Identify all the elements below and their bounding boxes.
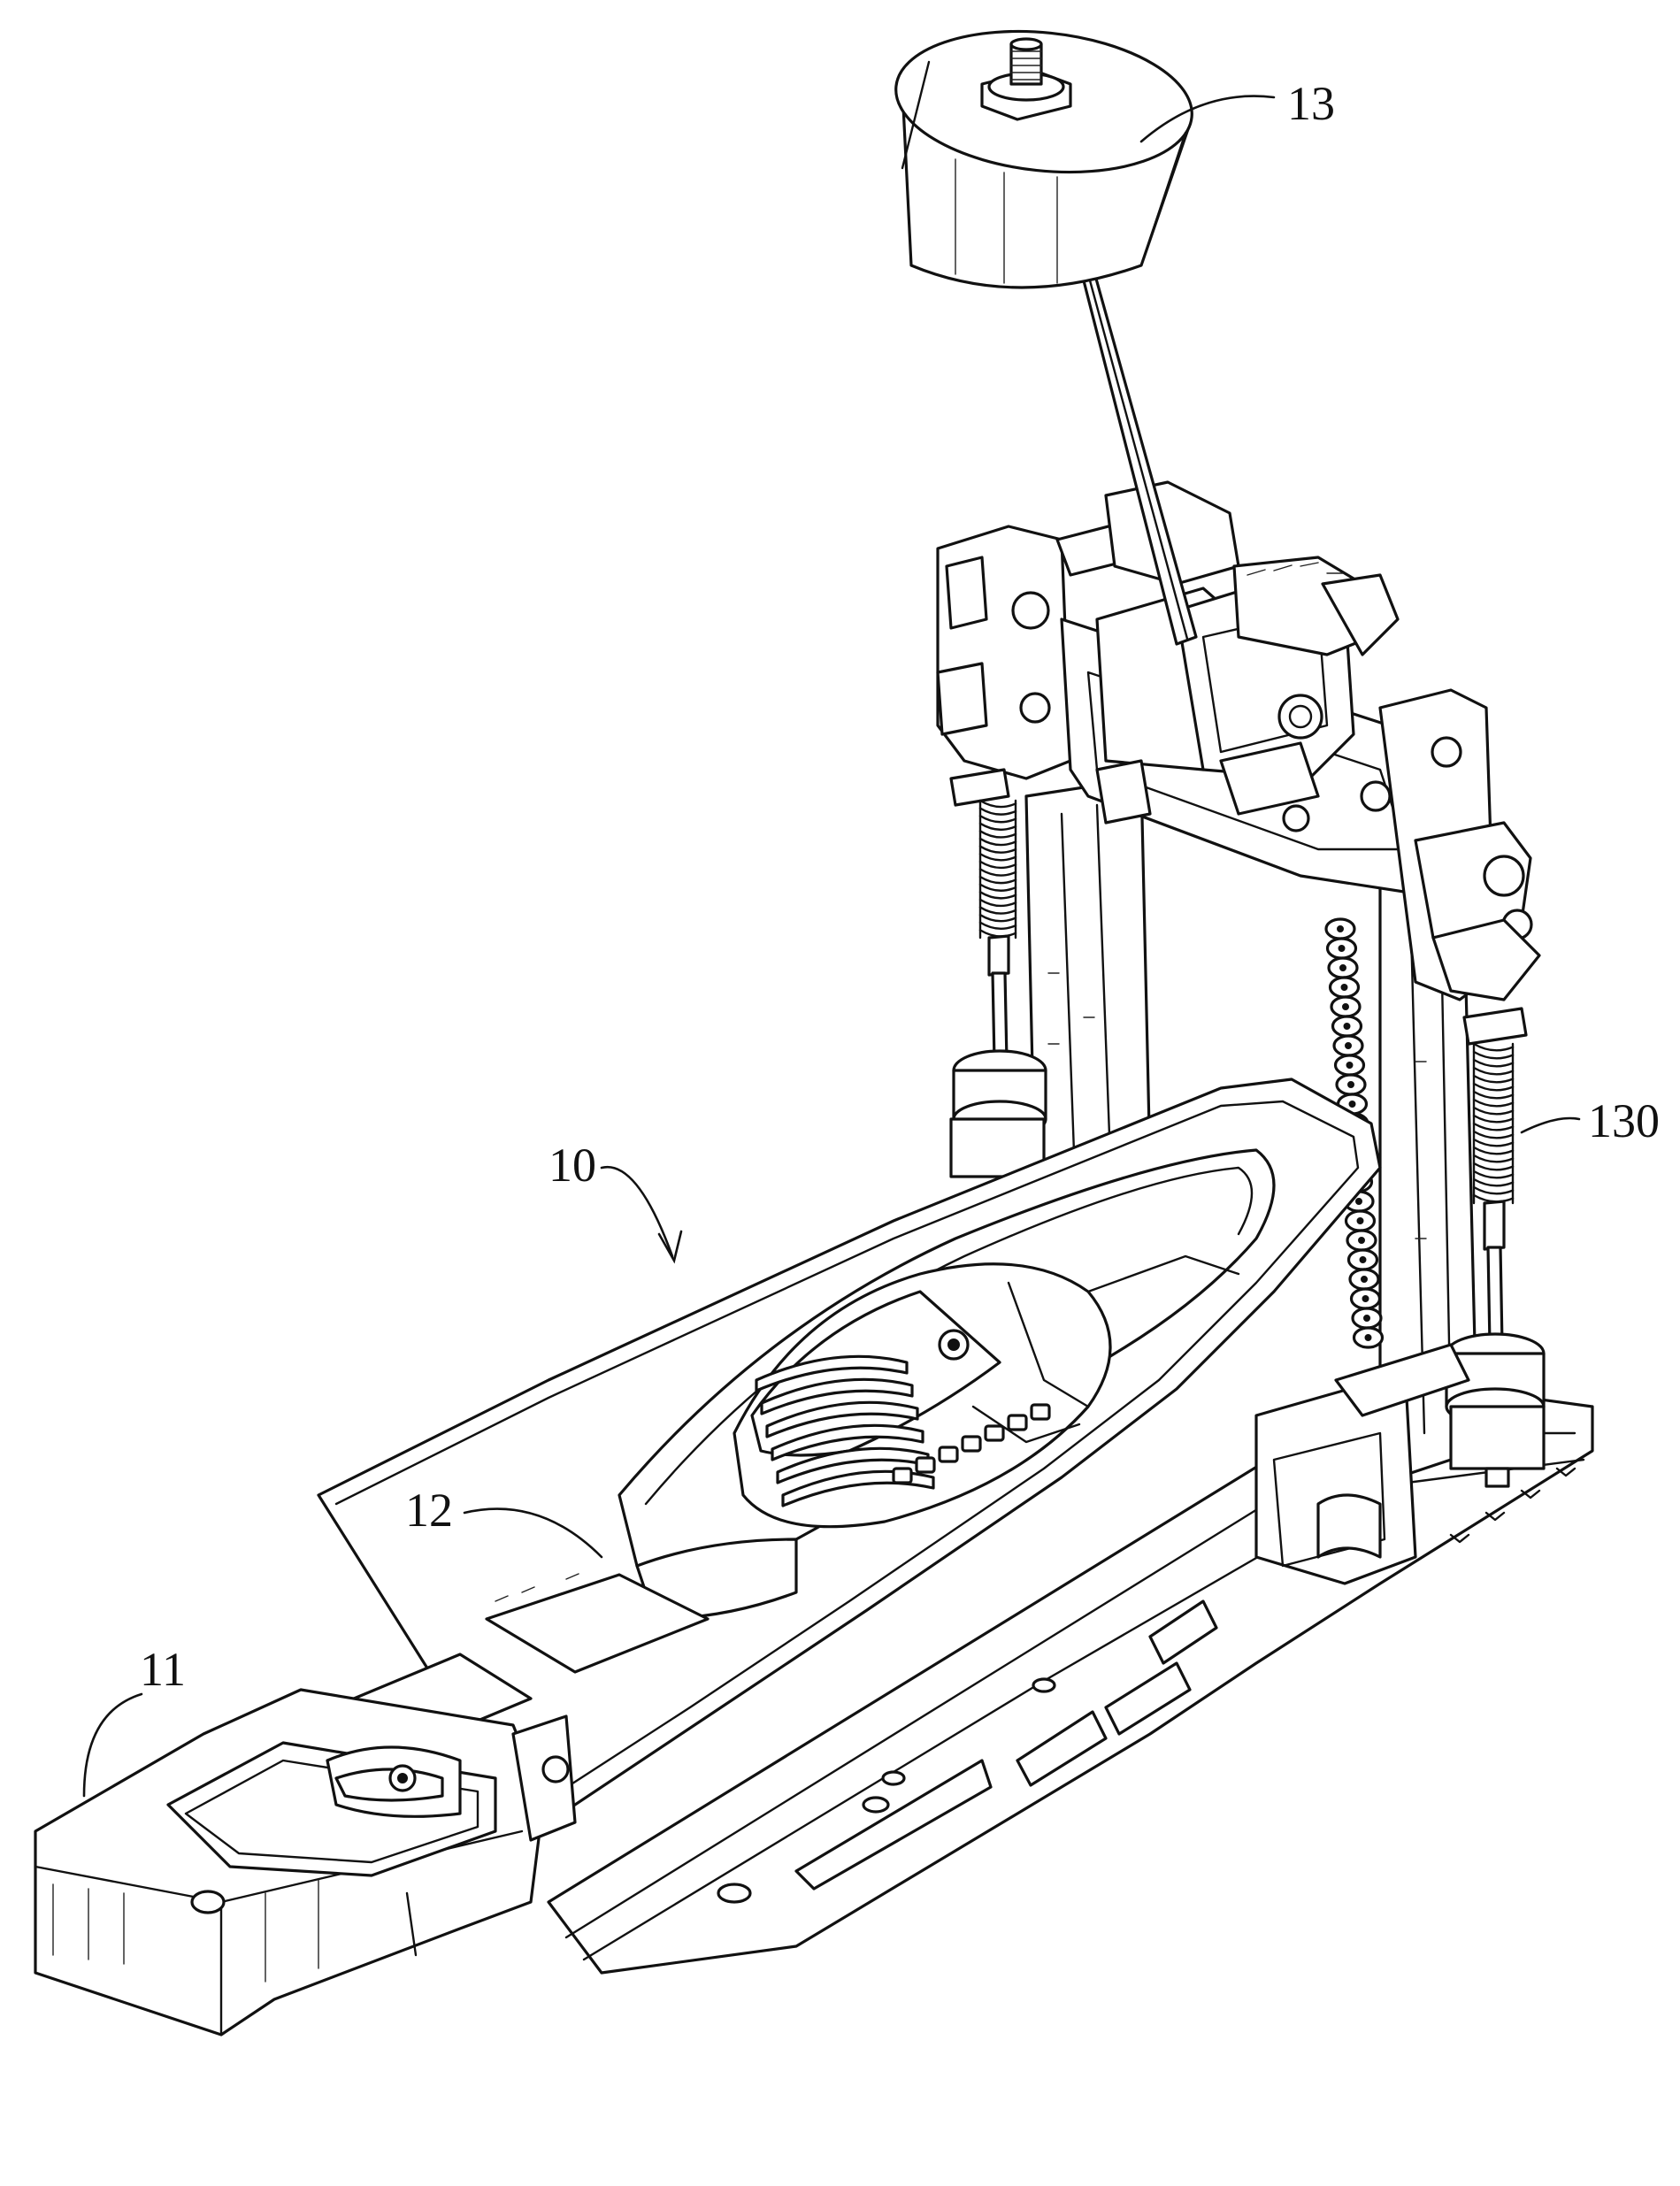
spring-coil [1474, 1060, 1513, 1066]
label-beater: 13 [1287, 77, 1335, 130]
chain-pin [1338, 926, 1343, 932]
grille-dot [1032, 1405, 1049, 1419]
spring-coil [980, 900, 1016, 906]
spring-coil [1474, 1195, 1513, 1201]
spring-coil [1474, 1052, 1513, 1058]
spring-coil [980, 892, 1016, 898]
spring-coil [980, 824, 1016, 830]
heel-plate [35, 1690, 575, 2035]
spring-coil [1474, 1139, 1513, 1146]
chain-pin [1340, 965, 1346, 970]
chain-pin [1347, 1062, 1353, 1068]
spring-coil [1474, 1100, 1513, 1106]
chain-pin [1346, 1043, 1351, 1048]
spring-coil [980, 877, 1016, 883]
spring-coil [1474, 1044, 1513, 1050]
chain-pin [1361, 1257, 1366, 1262]
spring-coil [1474, 1171, 1513, 1177]
chain-pin [1345, 1024, 1350, 1029]
label-return-spring: 130 [1588, 1094, 1660, 1147]
chain-pin [1366, 1335, 1371, 1340]
spring-coil [1474, 1187, 1513, 1193]
chain-pin [1356, 1199, 1362, 1204]
spring-coil [1474, 1068, 1513, 1074]
spring-coil [1474, 1084, 1513, 1090]
spring-coil [980, 831, 1016, 837]
spring-coil [1474, 1155, 1513, 1162]
leader-130 [1522, 1118, 1579, 1132]
label-heel-plate: 11 [140, 1643, 186, 1696]
spring-coil [980, 854, 1016, 860]
grille-dot [917, 1458, 934, 1472]
spring-coil [980, 915, 1016, 921]
spring-coil [1474, 1131, 1513, 1138]
label-pedal-assembly: 10 [548, 1139, 596, 1192]
spring-coil [980, 885, 1016, 891]
chain-pin [1358, 1218, 1363, 1223]
spring-coil [980, 816, 1016, 822]
spring-coil [980, 930, 1016, 936]
spring-coil [1474, 1147, 1513, 1154]
chain-pin [1362, 1277, 1367, 1282]
spring-coil [1474, 1179, 1513, 1185]
spring-coil [1474, 1108, 1513, 1114]
chain-pin [1359, 1238, 1364, 1243]
spring-coil [980, 908, 1016, 914]
spring-coil [980, 862, 1016, 868]
chain-pin [1339, 946, 1345, 951]
chain-pin [1348, 1082, 1354, 1087]
spring-coil [1474, 1076, 1513, 1082]
spring-coil [980, 801, 1016, 807]
label-footboard: 12 [405, 1484, 453, 1537]
grille-dot [986, 1426, 1003, 1440]
chain-pin [1343, 1004, 1348, 1009]
chain-pin [1350, 1101, 1355, 1107]
spring-coil [980, 847, 1016, 853]
leader-10-arrowhead [659, 1231, 681, 1261]
leader-10 [602, 1167, 672, 1256]
chain-pin [1363, 1296, 1369, 1301]
spring-coil [980, 870, 1016, 876]
grille-dot [940, 1447, 957, 1461]
spring-coil [1474, 1124, 1513, 1130]
spring-coil [1474, 1116, 1513, 1122]
chain-pin [1364, 1315, 1369, 1321]
spring-coil [980, 839, 1016, 845]
beater-rod [1078, 257, 1196, 644]
spring-coil [1474, 1092, 1513, 1098]
spring-coil [980, 809, 1016, 815]
beater-head [889, 18, 1199, 288]
spring-coil [1474, 1163, 1513, 1170]
grille-dot [963, 1437, 980, 1451]
grille-dot [1009, 1415, 1026, 1430]
grille-dot [894, 1469, 911, 1483]
spring-coil [980, 923, 1016, 929]
chain-pin [1342, 985, 1347, 990]
